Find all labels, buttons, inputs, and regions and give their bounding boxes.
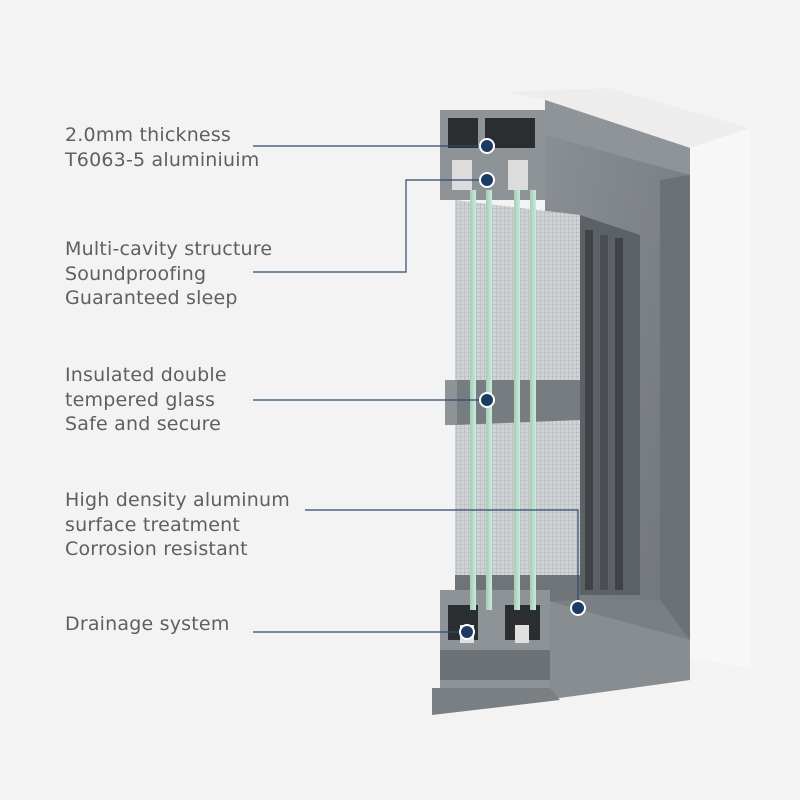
- callout-line: High density aluminum: [65, 489, 290, 511]
- callout-cavity: Multi-cavity structure Soundproofing Gua…: [65, 237, 272, 311]
- callout-aluminium: 2.0mm thickness T6063-5 aluminiuim: [65, 123, 259, 172]
- marker-surface: [570, 600, 586, 616]
- marker-glass: [479, 392, 495, 408]
- callout-line: 2.0mm thickness: [65, 124, 232, 146]
- marker-cavity: [479, 172, 495, 188]
- callout-line: Corrosion resistant: [65, 538, 248, 560]
- leader-lines: [253, 145, 579, 633]
- leader-line-surface: [305, 509, 579, 608]
- callout-line: Safe and secure: [65, 413, 222, 435]
- callout-line: Insulated double: [65, 364, 227, 386]
- callout-line: Soundproofing: [65, 262, 207, 285]
- wall-surround: [505, 88, 750, 668]
- callout-line: T6063-5 aluminiuim: [65, 148, 260, 171]
- callout-surface: High density aluminum surface treatment …: [65, 488, 290, 562]
- callout-line: Multi-cavity structure: [65, 238, 273, 260]
- callout-line: Drainage system: [65, 613, 230, 635]
- callout-drainage: Drainage system: [65, 612, 230, 637]
- marker-aluminium: [479, 138, 495, 154]
- callout-line: tempered glass: [65, 388, 216, 411]
- marker-drainage: [459, 624, 475, 640]
- leader-line-cavity: [253, 179, 487, 273]
- callout-line: Guaranteed sleep: [65, 287, 238, 309]
- markers: [459, 138, 586, 640]
- callout-glass: Insulated double tempered glass Safe and…: [65, 363, 227, 437]
- callout-line: surface treatment: [65, 513, 240, 536]
